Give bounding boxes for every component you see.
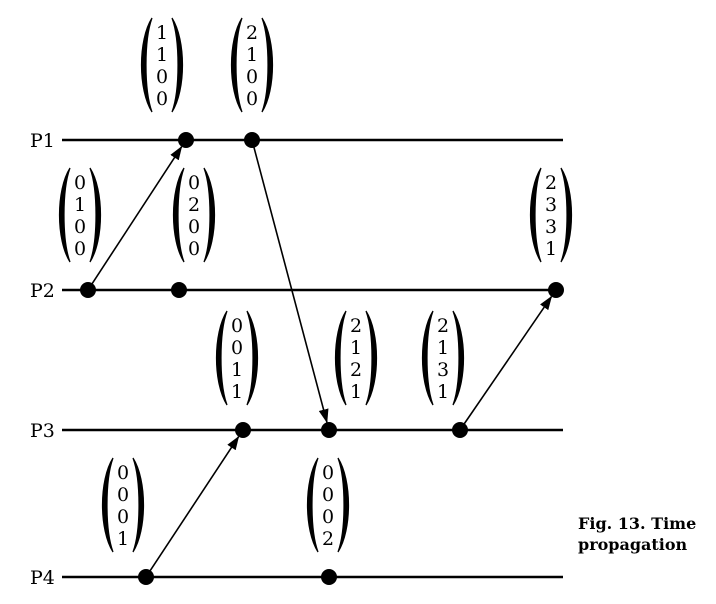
process-label-p2: P2	[30, 280, 55, 302]
vector-entry-p3a-1: 0	[231, 337, 243, 359]
message-arrow-p3c-p2c	[462, 295, 553, 427]
event-dot-p4a	[138, 569, 154, 585]
right-paren-p2a	[89, 167, 102, 263]
vector-entry-p3c-2: 3	[437, 359, 449, 381]
event-dot-p2a	[80, 282, 96, 298]
event-dot-p2b	[171, 282, 187, 298]
vector-entry-p3c-0: 2	[437, 315, 449, 337]
caption-line-2: propagation	[578, 535, 688, 554]
vector-entry-p2a-2: 0	[74, 216, 86, 238]
vector-entry-p3b-2: 2	[350, 359, 362, 381]
vector-entry-p2c-2: 3	[545, 216, 557, 238]
vector-entry-p2b-0: 0	[188, 172, 200, 194]
figure-caption: Fig. 13. Time propagation	[578, 513, 696, 555]
vector-entry-p3a-2: 1	[231, 359, 243, 381]
left-paren-p4b	[306, 457, 319, 553]
event-dots	[80, 132, 564, 585]
vector-entry-p4a-2: 0	[117, 506, 129, 528]
left-paren-p1a	[140, 17, 153, 113]
vector-entry-p2b-1: 2	[188, 194, 200, 216]
vector-entry-p2b-3: 0	[188, 238, 200, 260]
vector-entry-p3b-1: 1	[350, 337, 362, 359]
caption-line-1: Fig. 13. Time	[578, 514, 697, 533]
left-paren-p3c	[421, 310, 434, 406]
right-paren-p3a	[246, 310, 259, 406]
vector-entry-p1b-0: 2	[246, 22, 258, 44]
vector-entry-p2c-0: 2	[545, 172, 557, 194]
vector-entry-p1b-1: 1	[246, 44, 258, 66]
message-arrows	[90, 144, 553, 574]
left-paren-p2a	[58, 167, 71, 263]
left-paren-p2b	[172, 167, 185, 263]
vector-entry-p3b-0: 2	[350, 315, 362, 337]
message-arrow-p1b-p3b	[252, 144, 329, 424]
vector-entry-p1a-1: 1	[156, 44, 168, 66]
vector-entry-p2c-1: 3	[545, 194, 557, 216]
left-paren-p2c	[529, 167, 542, 263]
vector-entry-p4b-3: 2	[322, 528, 334, 550]
right-paren-p4b	[337, 457, 350, 553]
message-arrow-p4a-p3a	[148, 435, 240, 574]
vector-entry-p3c-3: 1	[437, 381, 449, 403]
vector-entry-p2b-2: 0	[188, 216, 200, 238]
vector-entry-p1b-2: 0	[246, 66, 258, 88]
vector-entry-p2c-3: 1	[545, 238, 557, 260]
vector-entry-p3b-3: 1	[350, 381, 362, 403]
right-paren-p1a	[171, 17, 184, 113]
vector-entry-p4a-1: 0	[117, 484, 129, 506]
event-dot-p2c	[548, 282, 564, 298]
event-dot-p1a	[178, 132, 194, 148]
vector-entry-p1b-3: 0	[246, 88, 258, 110]
right-paren-p4a	[132, 457, 145, 553]
event-dot-p1b	[244, 132, 260, 148]
right-paren-p2b	[203, 167, 216, 263]
vector-entry-p3c-1: 1	[437, 337, 449, 359]
left-paren-p4a	[101, 457, 114, 553]
vector-entry-p3a-3: 1	[231, 381, 243, 403]
process-label-p3: P3	[30, 420, 55, 442]
vector-entry-p1a-0: 1	[156, 22, 168, 44]
vector-entry-p4a-3: 1	[117, 528, 129, 550]
message-arrow-p2a-p1a	[90, 145, 183, 287]
right-paren-p3b	[365, 310, 378, 406]
event-dot-p3c	[452, 422, 468, 438]
vector-entry-p4b-1: 0	[322, 484, 334, 506]
vector-entry-p3a-0: 0	[231, 315, 243, 337]
process-label-p4: P4	[30, 567, 55, 589]
vector-entry-p2a-1: 1	[74, 194, 86, 216]
vector-entry-p4a-0: 0	[117, 462, 129, 484]
left-paren-p3b	[334, 310, 347, 406]
vector-entry-p2a-0: 0	[74, 172, 86, 194]
vector-entry-p4b-0: 0	[322, 462, 334, 484]
process-label-p1: P1	[30, 130, 55, 152]
left-paren-p3a	[215, 310, 228, 406]
vector-entry-p2a-3: 0	[74, 238, 86, 260]
event-dot-p3b	[321, 422, 337, 438]
right-paren-p2c	[560, 167, 573, 263]
event-dot-p3a	[235, 422, 251, 438]
vector-entry-p1a-2: 0	[156, 66, 168, 88]
right-paren-p1b	[261, 17, 274, 113]
event-dot-p4b	[321, 569, 337, 585]
vector-entry-p1a-3: 0	[156, 88, 168, 110]
right-paren-p3c	[452, 310, 465, 406]
left-paren-p1b	[230, 17, 243, 113]
vector-entry-p4b-2: 0	[322, 506, 334, 528]
